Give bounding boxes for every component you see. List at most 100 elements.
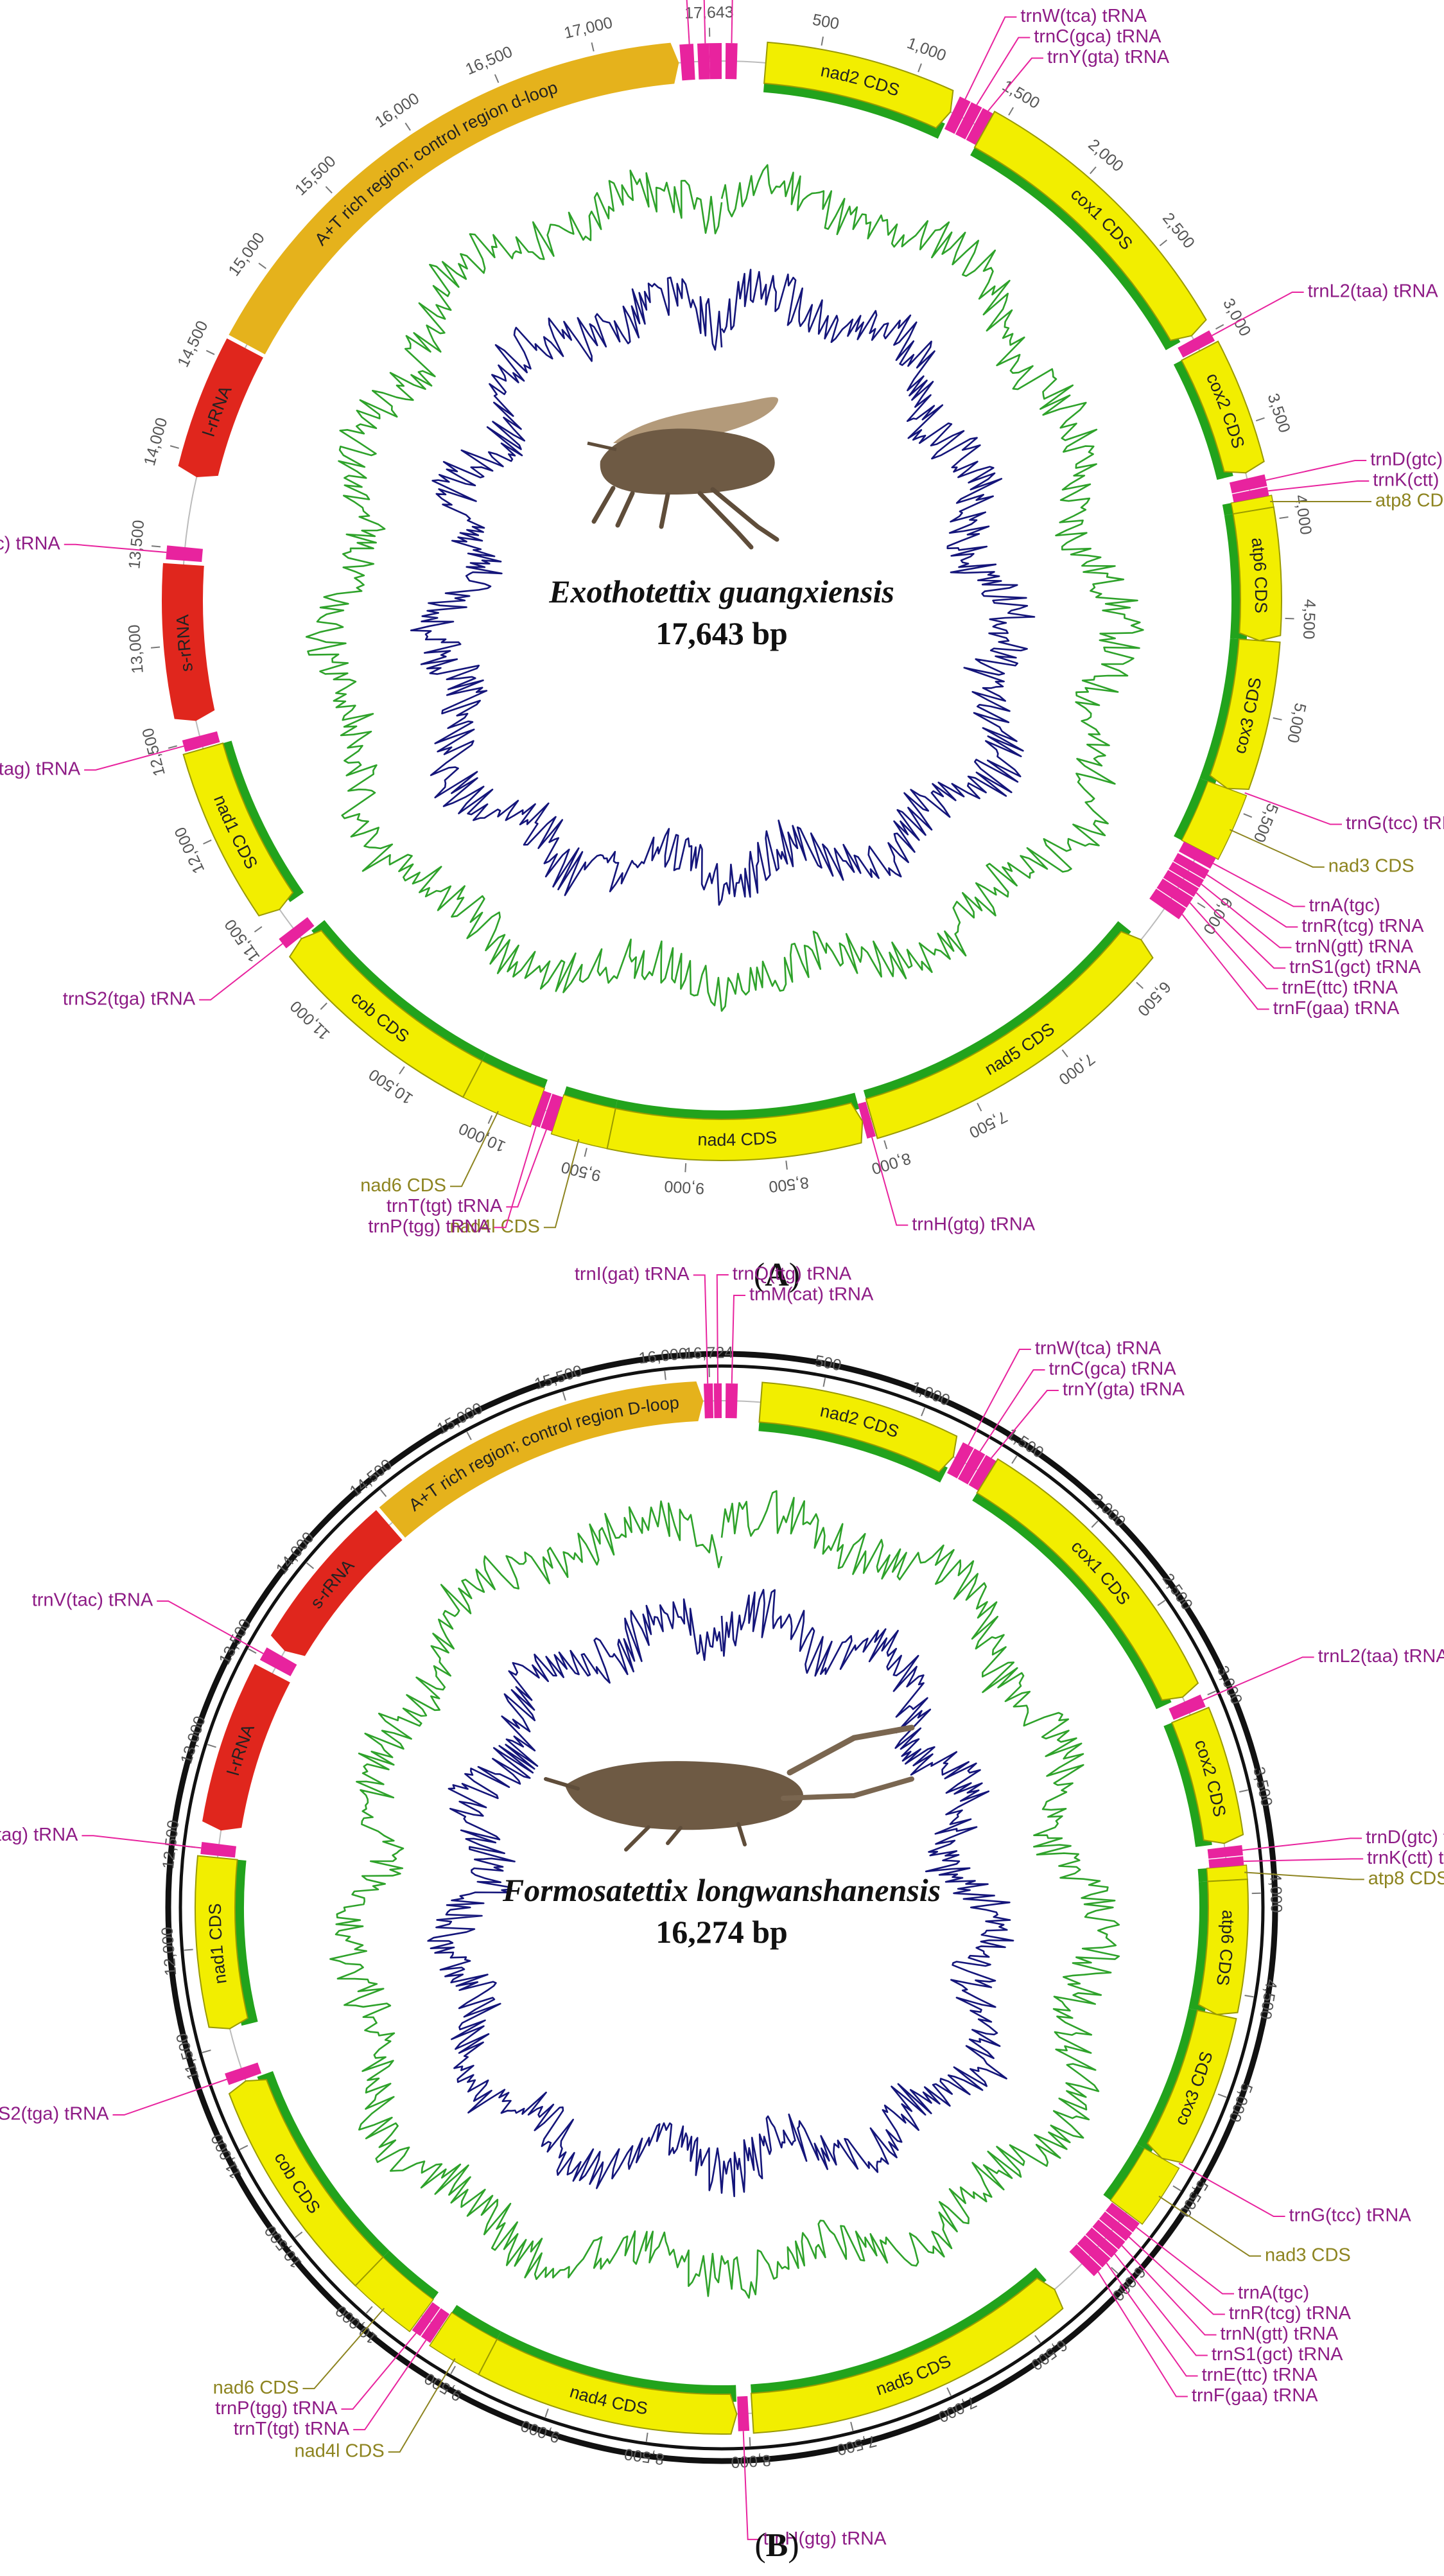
tick-12000: 12,000 [158, 1926, 180, 1976]
tick-9000: 9,000 [664, 1177, 705, 1198]
callout-line-trnd-gtc-trna [1266, 460, 1367, 480]
tick-16000: 16,000 [372, 89, 422, 132]
callout-trnw-tca-trna: trnW(tca) tRNA [1020, 6, 1147, 26]
tick-14000-mark [307, 1563, 314, 1568]
tick-14500-mark [381, 1489, 387, 1496]
callout-trnd-gtc-trna: trnD(gtc) tRNA [1366, 1827, 1444, 1848]
tick-11500: 11,500 [173, 2031, 203, 2082]
tick-5000-mark [1273, 718, 1282, 720]
callout-line-trne-ttc-trna [1190, 903, 1278, 989]
tick-14500-mark [206, 351, 214, 355]
tick-5000-mark [1218, 2094, 1226, 2098]
species-name-a: Exothotettix guangxiensis [548, 574, 894, 609]
tick-5500: 5,500 [1250, 801, 1282, 845]
callout-line-trns2-tga-trna [112, 2080, 227, 2115]
callout-line-trnv-tac-trna [64, 545, 166, 552]
tick-9500-mark [451, 2366, 455, 2374]
tick-7000-mark [947, 2388, 951, 2396]
callout-trnl1-tag-trna: trnL1(tag) tRNA [0, 759, 81, 780]
trna-gene-6 [709, 43, 722, 79]
tick-13000: 13,000 [125, 624, 147, 674]
tick-13500: 13,500 [125, 519, 148, 570]
specimen-photo-a [587, 397, 778, 547]
tick-1500: 1,500 [999, 76, 1043, 112]
callout-trnv-tac-trna: trnV(tac) tRNA [0, 533, 60, 554]
tick-15500: 15,500 [291, 152, 340, 199]
tick-6500: 6,500 [1028, 2336, 1071, 2374]
callout-trns2-tga-trna: trnS2(tga) tRNA [63, 988, 196, 1009]
tick-10000: 10,000 [456, 1119, 508, 1156]
callout-line-trnk-ctt-trna [1268, 481, 1369, 491]
genome-size-b: 16,274 bp [656, 1914, 788, 1950]
tick-9000-mark [685, 1163, 686, 1172]
tick-15500-mark [563, 1392, 566, 1400]
species-name-b: Formosatettix longwanshanensis [502, 1872, 941, 1908]
callout-nad4l-cds: nad4l CDS [294, 2441, 384, 2462]
tick-9500-mark [585, 1148, 587, 1157]
callout-atp8-cds: atp8 CDS [1368, 1868, 1444, 1889]
tick-16000: 16,000 [638, 1344, 688, 1367]
tick-15500-mark [326, 186, 332, 193]
callout-trna-tgc: trnA(tgc) [1238, 2282, 1309, 2303]
tick-500: 500 [811, 11, 840, 33]
callout-trnr-tcg-trna: trnR(tcg) tRNA [1301, 916, 1424, 936]
callout-trnt-tgt-trna: trnT(tgt) tRNA [234, 2419, 350, 2439]
tick-11500-mark [202, 2050, 211, 2053]
trna-gene-5 [697, 43, 710, 80]
callout-trnr-tcg-trna: trnR(tcg) tRNA [1229, 2303, 1352, 2324]
tick-3000-mark [1208, 1691, 1216, 1695]
callout-trnq-ttg-trna: trnQ(ttg) tRNA [733, 1264, 852, 1284]
callout-trnl2-taa-trna: trnL2(taa) tRNA [1308, 281, 1439, 302]
tick-12000: 12,000 [171, 824, 208, 876]
callout-trnc-gca-trna: trnC(gca) tRNA [1049, 1359, 1177, 1380]
tick-8000: 8,000 [731, 2451, 772, 2471]
tick-500-mark [823, 1378, 825, 1387]
tick-1000: 1,000 [909, 1378, 953, 1409]
feature-label-nad4-cds: nad4 CDS [697, 1128, 778, 1150]
tick-15000: 15,000 [225, 229, 268, 279]
tick-15500: 15,500 [532, 1362, 584, 1393]
tick-13000-mark [207, 1744, 216, 1747]
tick-2500-mark [1158, 1600, 1165, 1606]
callout-atp8-cds: atp8 CDS [1375, 491, 1444, 511]
tick-17000-mark [592, 42, 594, 51]
callout-nad6-cds: nad6 CDS [213, 2378, 299, 2398]
tick-10500-mark [295, 2232, 302, 2238]
tick-9500: 9,500 [421, 2369, 465, 2405]
callout-trnf-gaa-trna: trnF(gaa) tRNA [1192, 2385, 1318, 2406]
callout-trns1-gct-trna: trnS1(gct) tRNA [1289, 957, 1421, 977]
callout-trnl1-tag-trna: trnL1(tag) tRNA [0, 1825, 78, 1845]
tick-4500: 4,500 [1300, 599, 1319, 639]
tick-10000-mark [489, 1116, 492, 1124]
callout-trny-gta-trna: trnY(gta) tRNA [1047, 47, 1170, 67]
callout-trnp-tgg-trna: trnP(tgg) tRNA [368, 1216, 491, 1237]
trna-gene-6 [726, 1383, 738, 1418]
tick-10000-mark [367, 2306, 372, 2313]
specimen-photo-b [546, 1728, 912, 1850]
callout-trnc-gca-trna: trnC(gca) tRNA [1034, 26, 1161, 47]
tick-14000: 14,000 [141, 416, 171, 468]
callout-trns1-gct-trna: trnS1(gct) tRNA [1212, 2344, 1343, 2365]
callout-trnn-gtt-trna: trnN(gtt) tRNA [1221, 2324, 1339, 2344]
tick-8500: 8,500 [768, 1173, 810, 1196]
tick-4500-mark [1245, 1995, 1254, 1997]
tick-1500: 1,500 [1004, 1425, 1047, 1462]
callout-line-trnh-gtg-trna [872, 1137, 908, 1225]
tick-2500: 2,500 [1159, 1570, 1197, 1613]
callout-trnh-gtg-trna: trnH(gtg) tRNA [912, 1214, 1035, 1234]
tick-13500-mark [152, 546, 161, 547]
tick-7000-mark [1062, 1050, 1067, 1057]
callout-trnd-gtc-trna: trnD(gtc) tRNA [1370, 450, 1444, 470]
tick-14500: 14,500 [174, 318, 212, 370]
tick-9000-mark [545, 2409, 548, 2417]
feature-nad5-cds [866, 932, 1153, 1139]
callout-nad6-cds: nad6 CDS [360, 1175, 446, 1196]
tick-13000-mark [151, 647, 160, 648]
trna-gene-4 [679, 44, 695, 80]
callout-trnn-gtt-trna: trnN(gtt) tRNA [1295, 936, 1413, 957]
tick-3500: 3,500 [1264, 391, 1293, 435]
tick-16500: 16,500 [463, 42, 515, 78]
callout-line-nad4l-cds [544, 1139, 578, 1227]
